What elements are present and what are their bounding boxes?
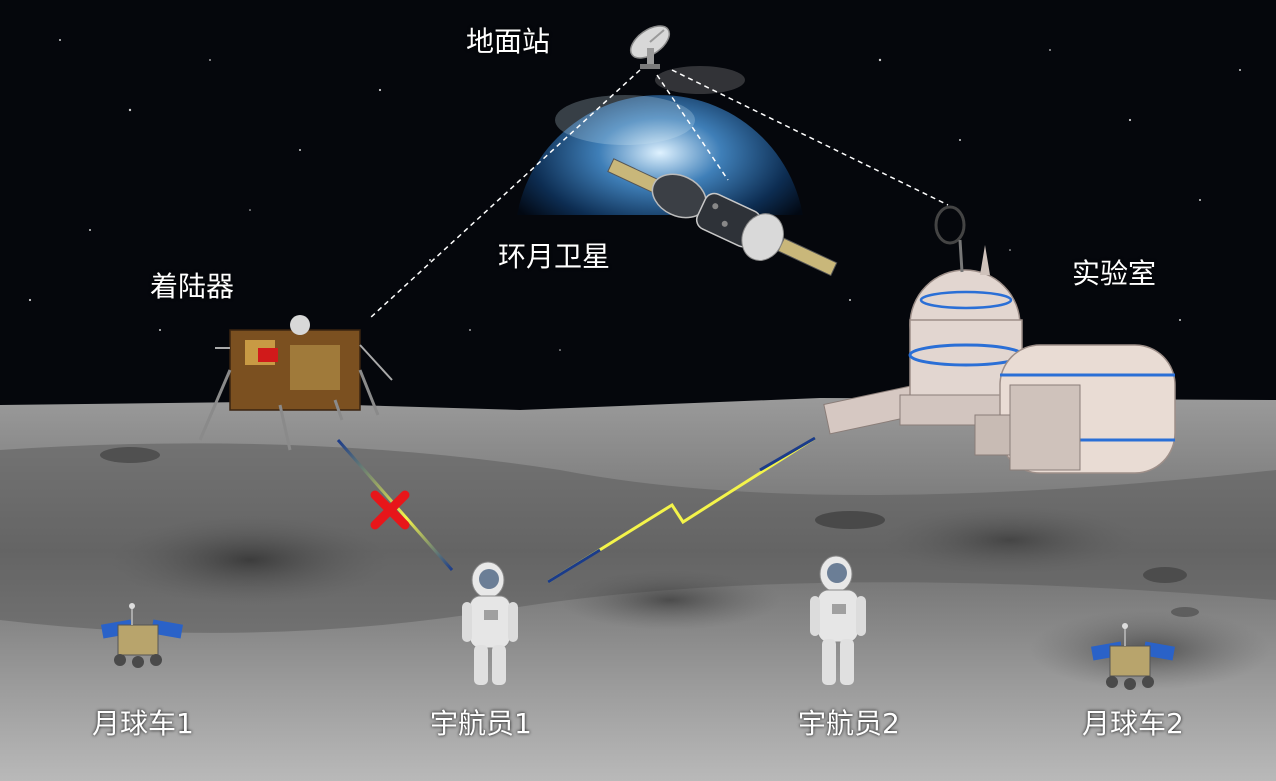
- rover-2: [1091, 623, 1175, 690]
- label-rover-2: 月球车2: [1082, 707, 1184, 740]
- dashed-relay-links: [369, 69, 949, 319]
- link-ground-station-to-lander: [369, 69, 641, 319]
- wireless-link-lab-astronaut1: [547, 436, 816, 584]
- label-ground-station: 地面站: [466, 25, 551, 58]
- label-rover-1: 月球车1: [92, 707, 194, 740]
- label-lunar-satellite: 环月卫星: [498, 240, 611, 273]
- astronaut-1: [462, 561, 518, 685]
- astronaut-2: [810, 555, 866, 685]
- label-lander: 着陆器: [150, 270, 235, 303]
- link-ground-station-to-satellite: [656, 74, 729, 181]
- lander: [198, 315, 393, 451]
- stars: [28, 39, 1241, 351]
- lunar-lab: [823, 205, 1176, 474]
- label-astronaut-2: 宇航员2: [798, 707, 900, 740]
- blocked-x-icon: [370, 490, 410, 530]
- label-lab: 实验室: [1072, 257, 1157, 290]
- moon-surface: [0, 398, 1276, 781]
- link-ground-station-to-lab: [671, 69, 949, 206]
- blocked-link-lander-astronaut1: [336, 439, 454, 571]
- ground-station-dish: [629, 25, 671, 69]
- lunar-satellite: [607, 158, 838, 277]
- rover-1: [101, 603, 183, 668]
- label-astronaut-1: 宇航员1: [430, 707, 532, 740]
